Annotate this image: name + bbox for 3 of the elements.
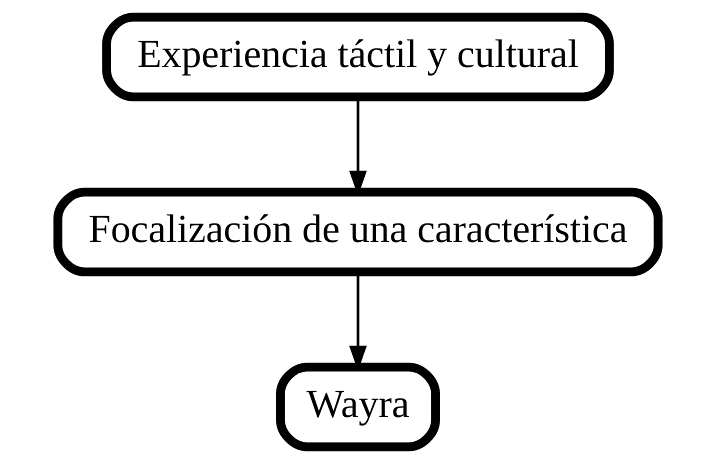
node-box: Wayra (276, 362, 440, 452)
node-box: Focalización de una característica (52, 188, 662, 276)
node-box: Experiencia táctil y cultural (102, 12, 614, 102)
